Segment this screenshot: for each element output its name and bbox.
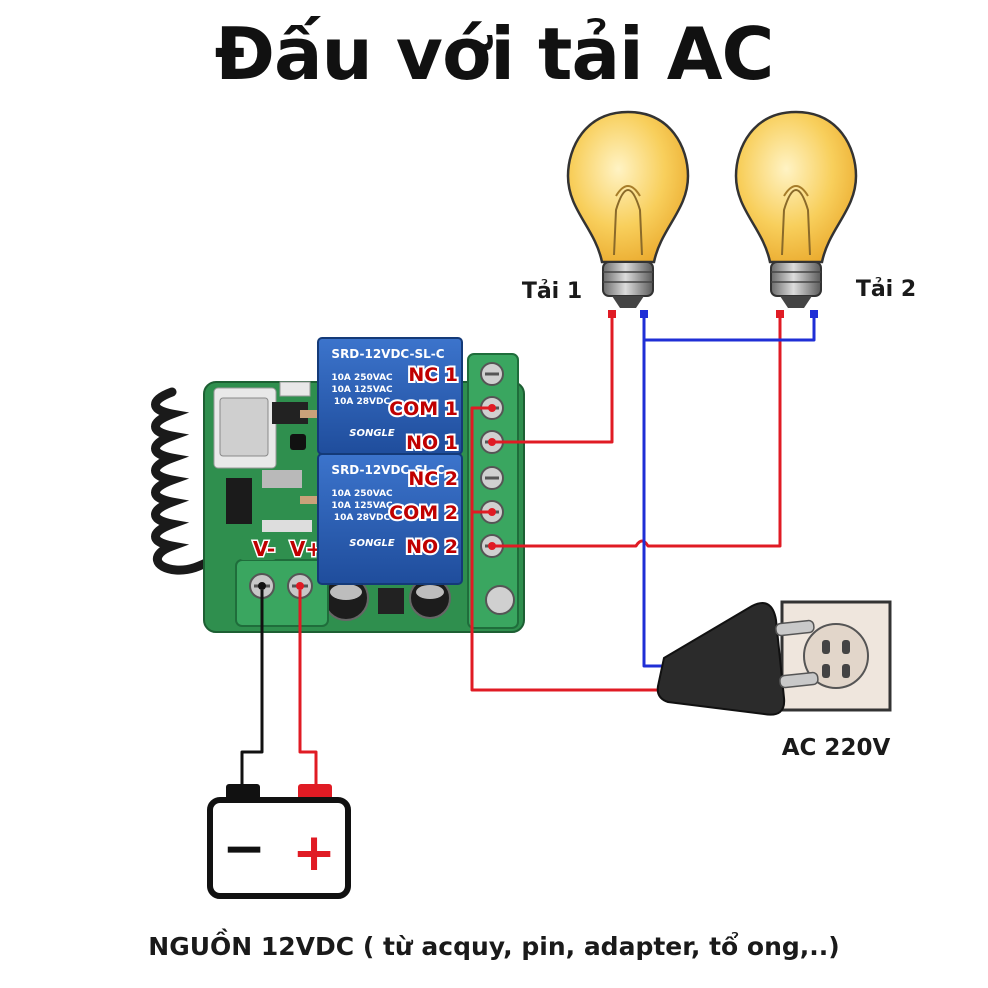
bulb-2-icon (734, 110, 858, 308)
wire-no1-to-load1 (492, 314, 614, 444)
relay-1-brand: SONGLE (349, 428, 395, 439)
terminal-label-com2: COM 2 (389, 502, 458, 524)
bulb-1-icon (566, 110, 690, 308)
relay-1: SRD-12VDC-SL-C 10A 250VAC 10A 125VAC 10A… (317, 337, 463, 455)
relay-2-rating-1: 10A 250VAC (331, 489, 393, 499)
load-2-label: Tải 2 (856, 277, 916, 302)
relay-2-brand: SONGLE (349, 538, 395, 549)
terminal-label-no1: NO 1 (406, 432, 458, 454)
ac-plug-icon (656, 602, 819, 716)
output-terminal-block (467, 353, 519, 629)
battery-positive-symbol: + (292, 823, 336, 883)
relay-2-rating-3: 10A 28VDC (334, 513, 391, 523)
relay-1-rating-3: 10A 28VDC (334, 397, 391, 407)
wire-no2-to-load2 (492, 314, 782, 548)
relay-1-rating-1: 10A 250VAC (331, 373, 393, 383)
v-minus-label: V- (253, 537, 275, 561)
relay-1-rating-2: 10A 125VAC (331, 385, 393, 395)
wire-v-plus-battery (298, 590, 318, 786)
battery-icon: − + (207, 784, 351, 899)
power-source-caption: NGUỒN 12VDC ( từ acquy, pin, adapter, tổ… (148, 932, 840, 961)
wire-v-minus-battery (240, 590, 264, 786)
ac-voltage-label: AC 220V (782, 735, 891, 761)
relay-1-model: SRD-12VDC-SL-C (331, 347, 444, 361)
relay-2: SRD-12VDC-SL-C 10A 250VAC 10A 125VAC 10A… (317, 453, 463, 585)
battery-negative-symbol: − (222, 819, 266, 879)
relay-2-rating-2: 10A 125VAC (331, 501, 393, 511)
terminal-label-com1: COM 1 (389, 398, 458, 420)
antenna-coil-icon (151, 387, 217, 575)
wire-neutral-to-plug (642, 340, 664, 668)
wire-com-bridge (470, 406, 492, 514)
relay-2-model: SRD-12VDC-SL-C (331, 463, 444, 477)
terminal-label-no2: NO 2 (406, 536, 458, 558)
terminal-label-nc1: NC 1 (408, 364, 458, 386)
wire-com-to-plug (470, 512, 664, 692)
load-1-label: Tải 1 (522, 279, 582, 304)
wire-neutral-bulbs (642, 314, 816, 342)
ac-socket-icon (780, 600, 892, 712)
terminal-label-nc2: NC 2 (408, 468, 458, 490)
page-title: Đấu với tải AC (214, 12, 775, 96)
